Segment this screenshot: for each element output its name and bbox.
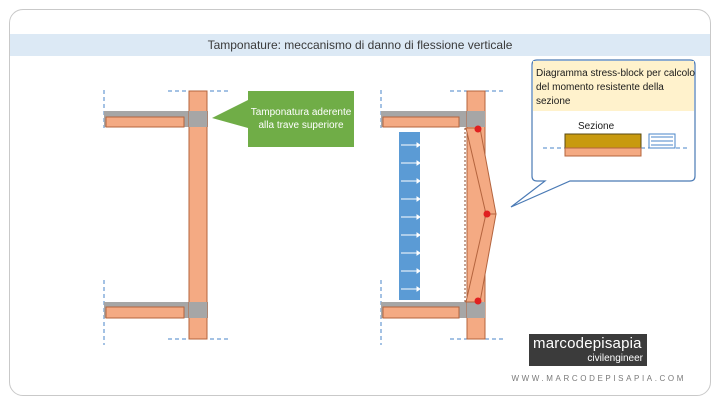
stress-block-arrows bbox=[651, 136, 673, 146]
callout-header-fill bbox=[533, 61, 694, 111]
logo-main-text: marcodepisapia bbox=[533, 335, 642, 352]
load-arrows bbox=[401, 142, 421, 292]
left-infill-panel bbox=[188, 90, 208, 340]
left-frame bbox=[103, 90, 230, 345]
right-frame bbox=[380, 90, 505, 345]
hinge-mid bbox=[483, 210, 491, 218]
callout-right-text: Diagramma stress-block per calcolo del m… bbox=[536, 68, 695, 107]
hinge-top bbox=[474, 125, 482, 133]
hinge-bottom bbox=[474, 297, 482, 305]
callout-left-text: Tamponatura aderente alla trave superior… bbox=[250, 107, 352, 131]
out-of-plane-load-block bbox=[399, 132, 420, 300]
logo: marcodepisapia civilengineer bbox=[529, 334, 647, 366]
left-top-beam-infill bbox=[105, 116, 185, 128]
right-node-top bbox=[467, 111, 485, 127]
website-url: WWW.MARCODEPISAPIA.COM bbox=[511, 374, 686, 383]
right-top-beam-infill bbox=[382, 116, 460, 128]
logo-sub-text: civilengineer bbox=[587, 353, 643, 364]
left-node-bottom bbox=[189, 302, 207, 318]
green-callout-shape bbox=[212, 91, 354, 147]
section-rect bbox=[564, 147, 642, 157]
left-bottom-beam-infill bbox=[105, 306, 185, 319]
title-bar: Tamponature: meccanismo di danno di fles… bbox=[10, 34, 710, 56]
left-node-top bbox=[189, 111, 207, 127]
section-label: Sezione bbox=[578, 121, 615, 132]
page-title: Tamponature: meccanismo di danno di fles… bbox=[207, 38, 513, 52]
right-node-bottom bbox=[467, 302, 485, 318]
section-compressed-zone bbox=[564, 133, 642, 149]
stress-block-callout bbox=[510, 59, 696, 208]
right-bottom-beam-infill bbox=[382, 306, 460, 319]
